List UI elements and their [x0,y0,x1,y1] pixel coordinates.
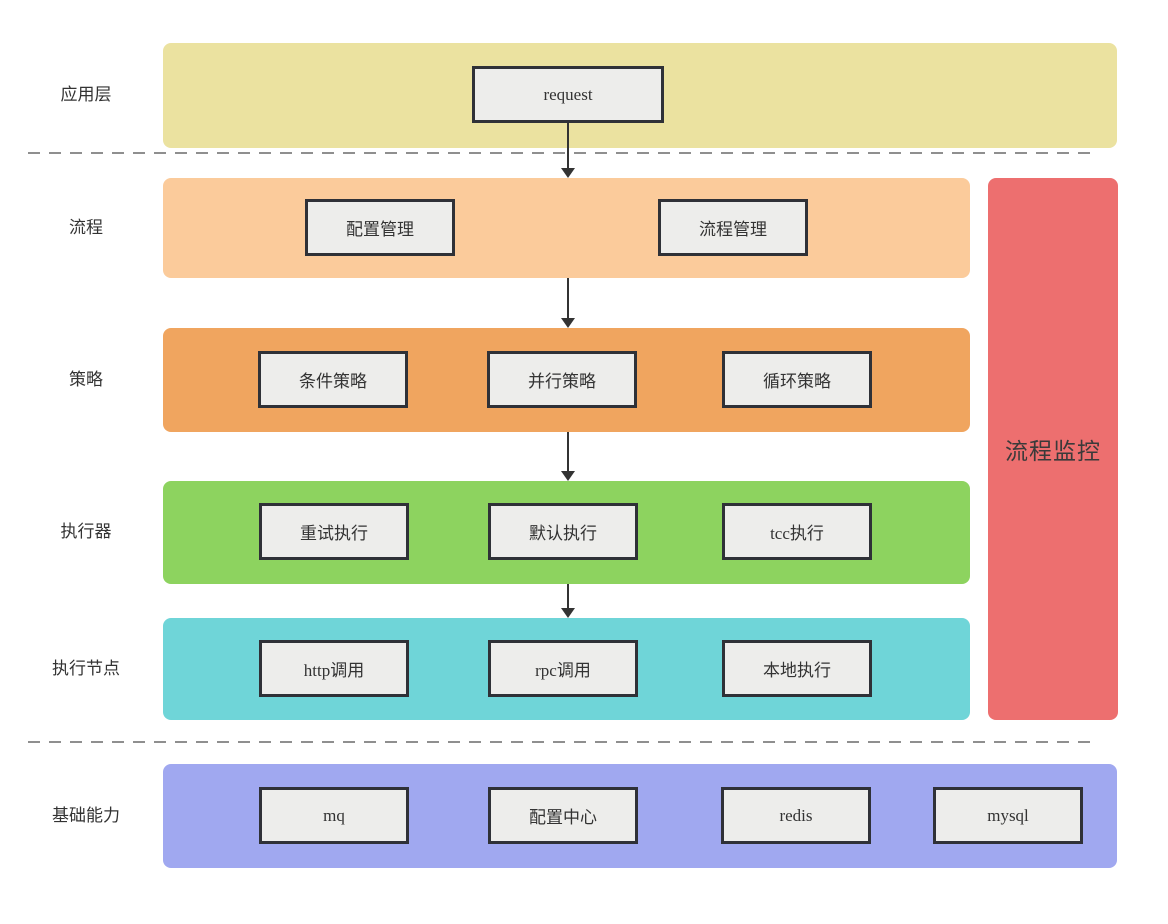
layer-label-application: 应用层 [60,85,112,104]
flow-arrow-flow-to-strategy [561,278,575,328]
flow-arrow-executor-to-node [561,584,575,618]
band-exec-node: http调用 rpc调用 本地执行 [163,618,970,720]
arrow-shaft [567,278,569,318]
arrow-shaft [567,584,569,608]
flow-monitor-label: 流程监控 [1005,439,1101,464]
arrow-shaft [567,123,569,168]
node-default-executor: 默认执行 [488,503,638,560]
node-http-call: http调用 [259,640,409,697]
arrow-down-icon [561,168,575,178]
node-loop-strategy: 循环策略 [722,351,872,408]
node-tcc-executor: tcc执行 [722,503,872,560]
node-mq: mq [259,787,409,844]
flow-arrow-strategy-to-executor [561,432,575,481]
band-flow-monitor: 流程监控 [988,178,1118,720]
band-executor: 重试执行 默认执行 tcc执行 [163,481,970,584]
arrow-down-icon [561,608,575,618]
layer-label-flow: 流程 [69,218,103,237]
node-mysql: mysql [933,787,1083,844]
layer-label-exec-node: 执行节点 [52,659,120,678]
node-config-center: 配置中心 [488,787,638,844]
arrow-down-icon [561,318,575,328]
node-redis: redis [721,787,871,844]
dashed-separator-top [28,152,1096,154]
node-request: request [472,66,664,123]
arrow-down-icon [561,471,575,481]
dashed-separator-bottom [28,741,1096,743]
node-config-management: 配置管理 [305,199,455,256]
band-strategy: 条件策略 并行策略 循环策略 [163,328,970,432]
flow-arrow-request-to-flow [561,123,575,178]
arrow-shaft [567,432,569,471]
node-parallel-strategy: 并行策略 [487,351,637,408]
layer-label-executor: 执行器 [60,522,112,541]
node-condition-strategy: 条件策略 [258,351,408,408]
band-application: request [163,43,1117,148]
band-foundation: mq 配置中心 redis mysql [163,764,1117,868]
band-flow: 配置管理 流程管理 [163,178,970,278]
node-flow-management: 流程管理 [658,199,808,256]
node-local-exec: 本地执行 [722,640,872,697]
layer-label-foundation: 基础能力 [52,806,120,825]
node-rpc-call: rpc调用 [488,640,638,697]
layer-label-strategy: 策略 [69,370,103,389]
node-retry-executor: 重试执行 [259,503,409,560]
